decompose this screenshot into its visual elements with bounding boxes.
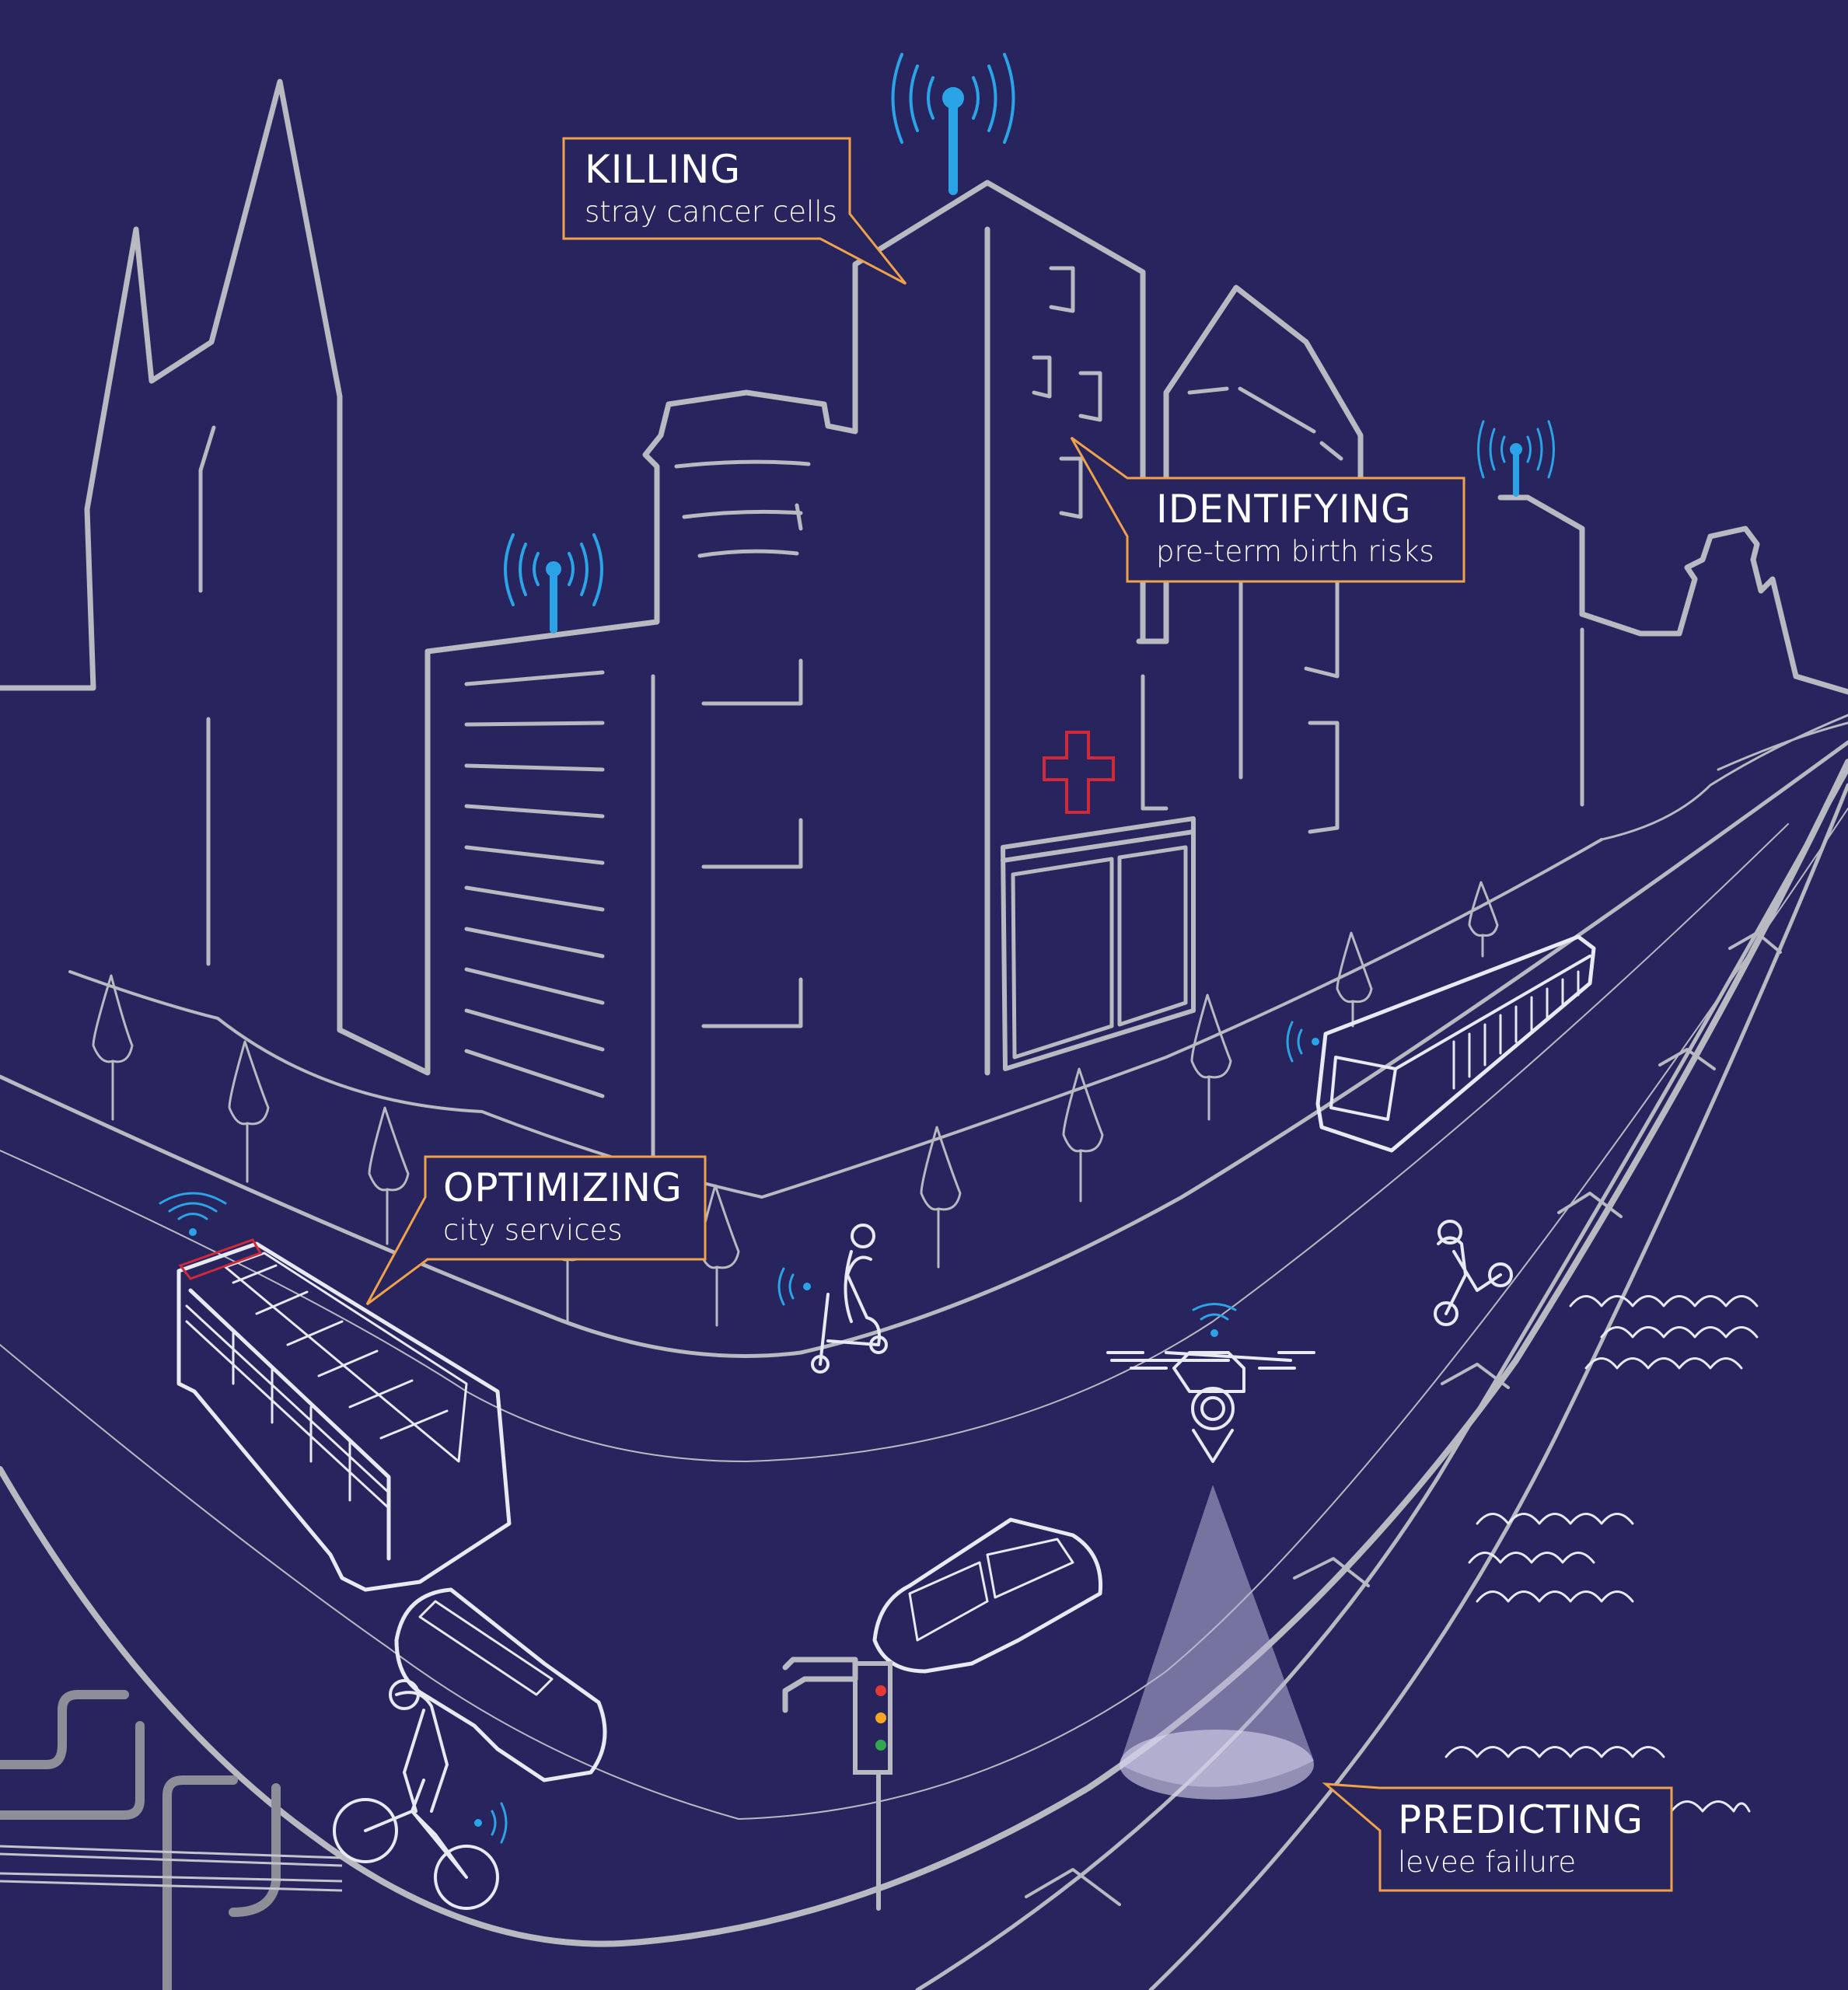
skyline xyxy=(0,79,1848,1161)
wifi-signal-icon xyxy=(159,1192,227,1236)
underground-pipes xyxy=(0,1690,281,1990)
tree-icon xyxy=(228,1040,270,1183)
levee-markers xyxy=(1025,931,1782,1906)
road-edge-left xyxy=(0,759,1848,1947)
church-window xyxy=(198,425,216,593)
car-icon xyxy=(872,1517,1103,1674)
tree-icon xyxy=(1190,993,1232,1121)
car-icon xyxy=(394,1587,607,1782)
bus-sensor xyxy=(178,1238,263,1280)
water-wave-icon xyxy=(1445,1295,1759,1813)
wifi-signal-icon xyxy=(1192,1303,1237,1337)
drone-scan-spot xyxy=(1120,1730,1314,1800)
sidewalk-curb xyxy=(0,740,1848,1358)
callout-title: KILLING xyxy=(585,147,741,192)
callout-subtitle: city services xyxy=(443,1213,623,1247)
bus-icon xyxy=(176,1241,512,1592)
hedge xyxy=(1600,714,1848,841)
rail-right xyxy=(1148,783,1848,1990)
footpath xyxy=(68,838,1603,1199)
hedge-right xyxy=(1717,721,1848,771)
antenna-icon xyxy=(504,533,603,634)
callout-subtitle: stray cancer cells xyxy=(585,195,837,229)
wifi-signal-icon xyxy=(1286,1021,1319,1063)
wifi-signal-icon xyxy=(474,1802,508,1844)
callout-identifying: IDENTIFYING pre-term birth risks xyxy=(1070,436,1465,583)
streets xyxy=(0,714,1848,1990)
wifi-signal-icon xyxy=(777,1267,811,1306)
tree-icon xyxy=(368,1106,410,1245)
trees xyxy=(92,881,1499,1327)
hospital-cross-icon xyxy=(1043,731,1115,814)
hospital-entrance xyxy=(1001,816,1196,1071)
drone-icon xyxy=(1106,1351,1315,1463)
tree-icon xyxy=(1062,1067,1104,1203)
drone-scan-beam xyxy=(1120,1485,1314,1787)
tree-icon xyxy=(920,1126,962,1269)
cyclist-icon xyxy=(333,1679,499,1910)
traffic-light-icon xyxy=(782,1657,893,1911)
bus-icon xyxy=(1315,934,1596,1153)
callout-optimizing: OPTIMIZING city services xyxy=(365,1155,707,1306)
castle-skyline xyxy=(1497,494,1848,695)
callout-subtitle: pre-term birth risks xyxy=(1156,535,1434,568)
peaked-building-windows xyxy=(1141,386,1343,834)
antenna-icon xyxy=(891,53,1015,195)
office-block xyxy=(424,180,1146,655)
callout-title: OPTIMIZING xyxy=(443,1165,683,1210)
underground-cables xyxy=(0,1845,343,1892)
tree-icon xyxy=(92,974,134,1121)
office-slats xyxy=(464,670,605,1098)
tower-windows xyxy=(674,459,811,1028)
callout-predicting: PREDICTING levee failure xyxy=(1322,1782,1673,1892)
callout-killing: KILLING stray cancer cells xyxy=(562,137,907,285)
cyclist-icon xyxy=(1434,1220,1513,1326)
lane-line xyxy=(0,823,1789,1462)
peaked-building xyxy=(1136,285,1364,644)
callout-title: IDENTIFYING xyxy=(1156,487,1412,532)
antenna-icon xyxy=(1477,420,1555,497)
rail-left xyxy=(915,767,1848,1990)
callout-title: PREDICTING xyxy=(1398,1797,1644,1842)
hospital-windows xyxy=(1032,266,1102,519)
callout-subtitle: levee failure xyxy=(1398,1845,1576,1879)
tree-icon xyxy=(1468,881,1499,958)
scooter-rider-icon xyxy=(811,1224,888,1374)
lane-line-lower xyxy=(0,808,1848,1820)
gothic-church xyxy=(0,79,431,1076)
